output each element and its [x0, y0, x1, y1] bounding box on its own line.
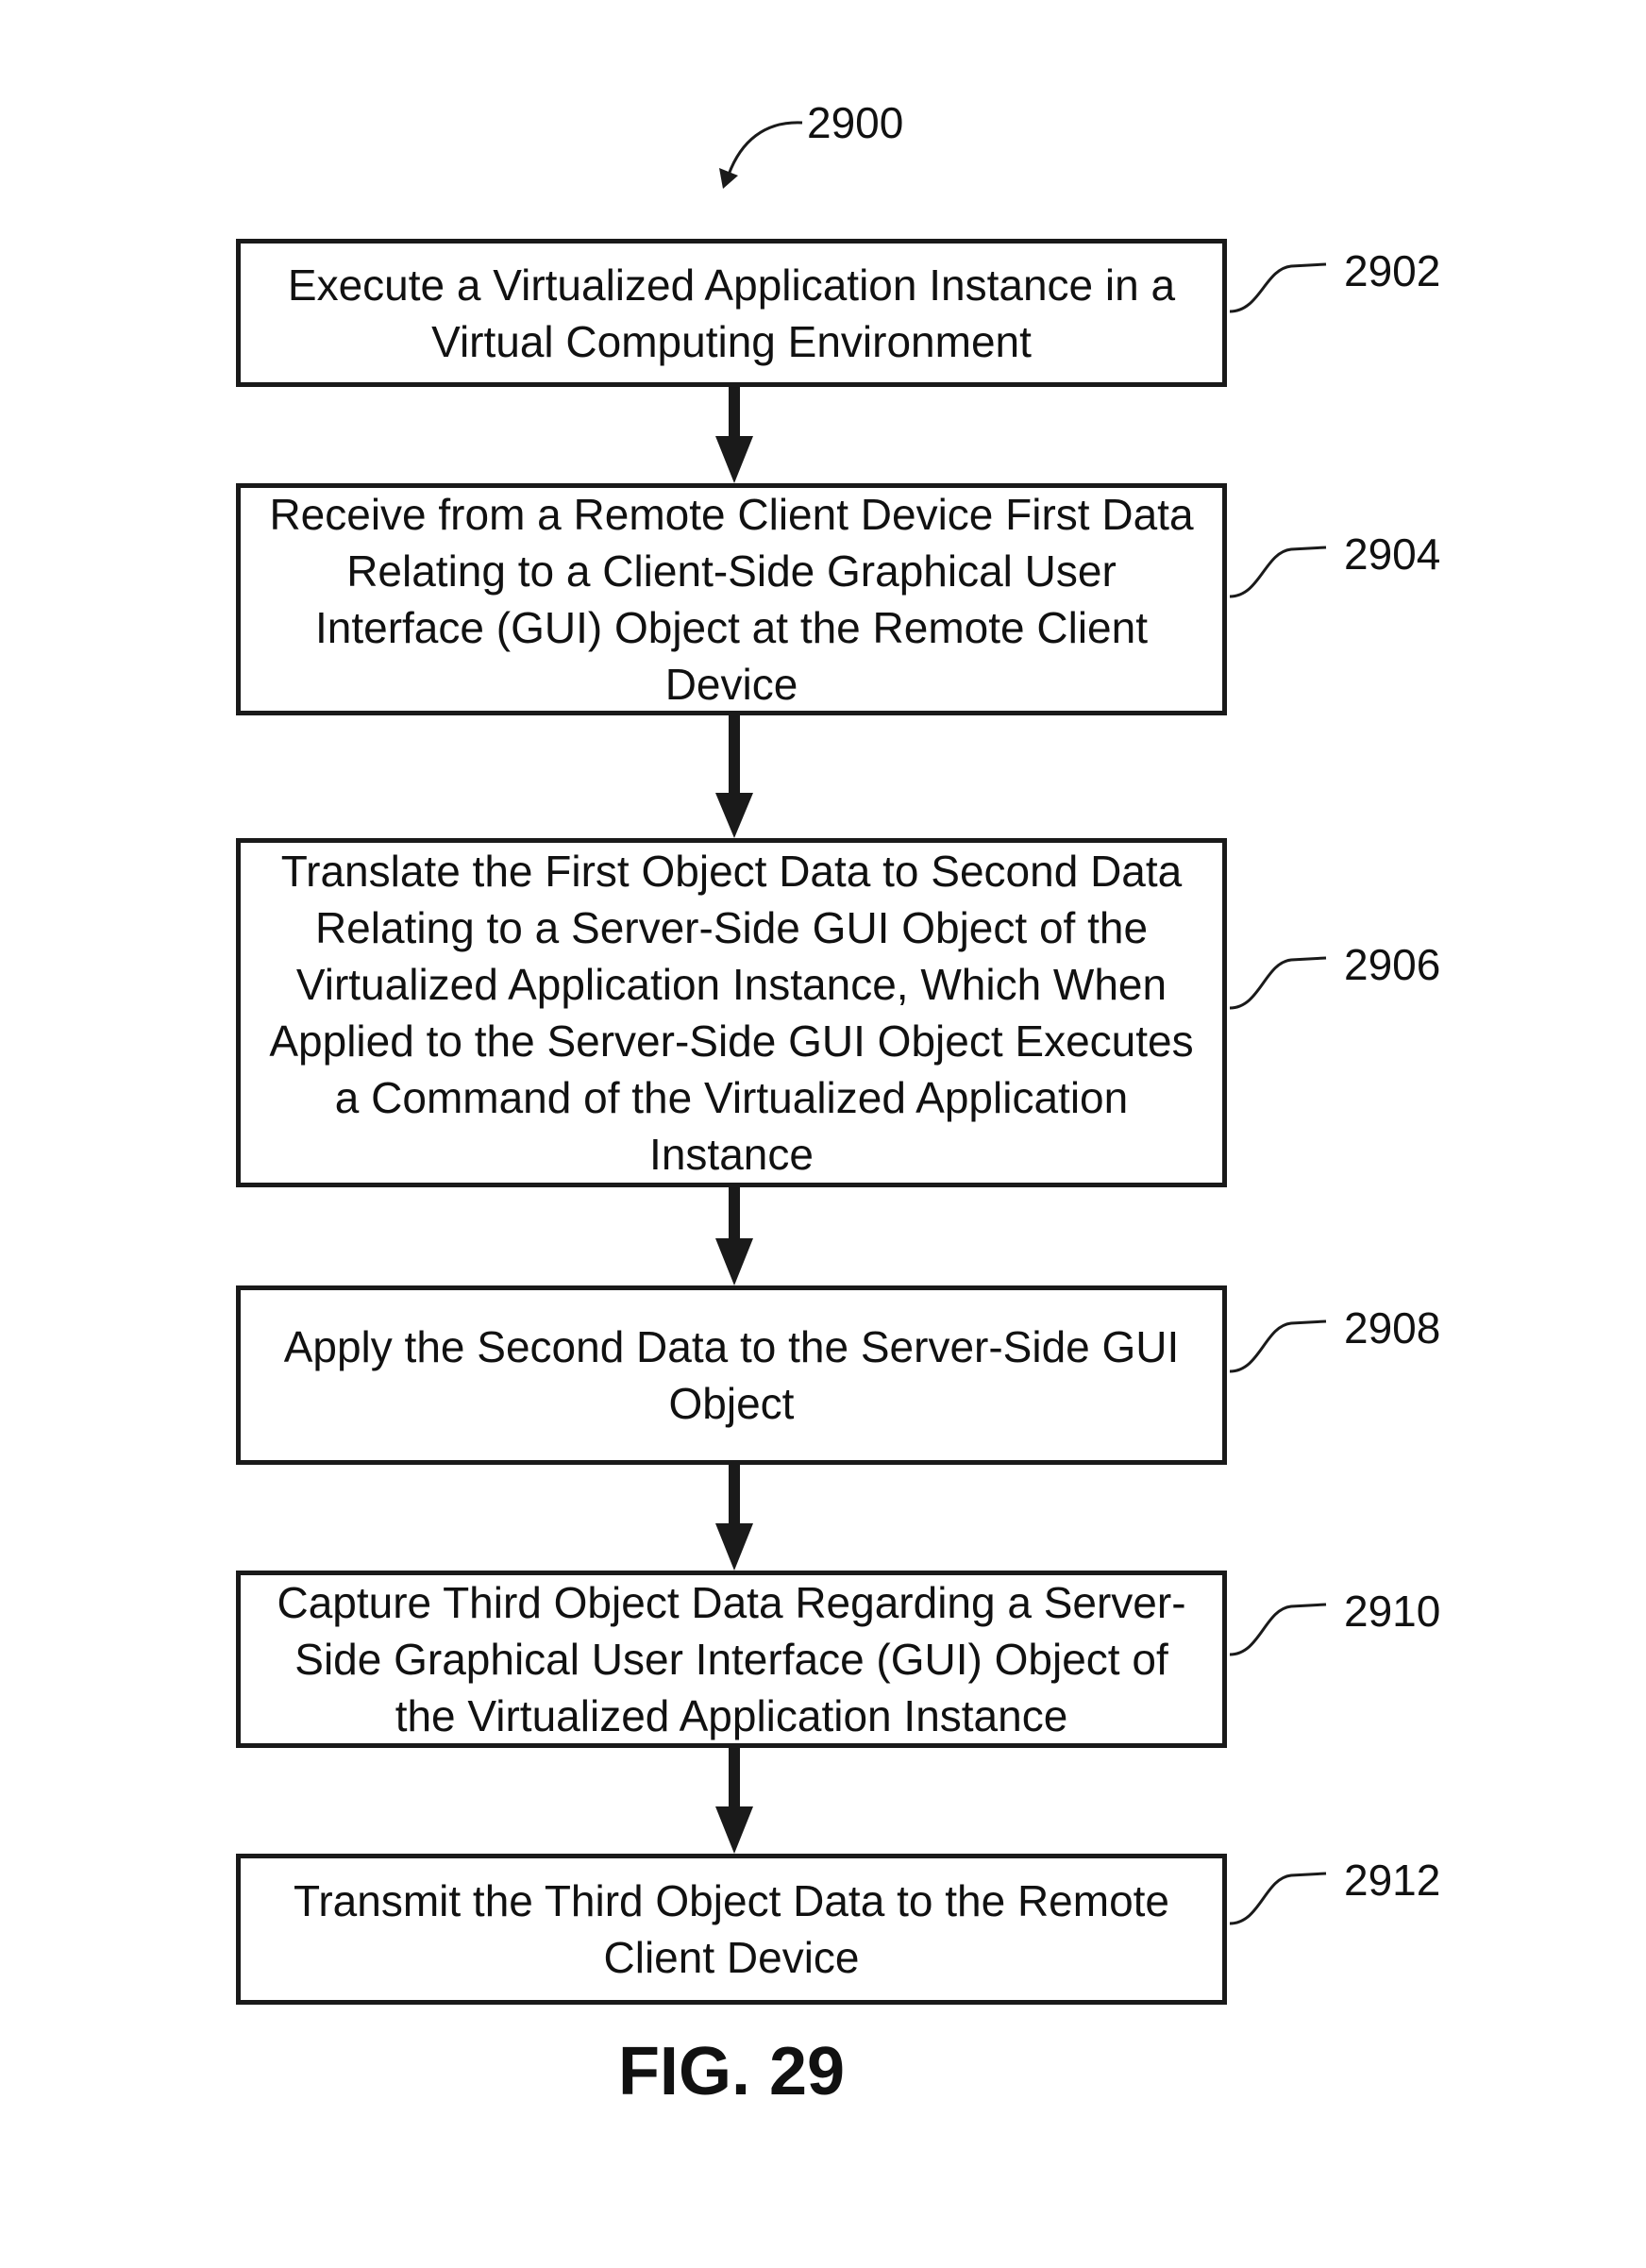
step-box-2904: Receive from a Remote Client Device Firs… — [236, 483, 1227, 715]
ref-leader-2902 — [1230, 264, 1326, 311]
ref-label-2912: 2912 — [1344, 1856, 1440, 1904]
arrow-2908-2910 — [715, 1465, 753, 1571]
ref-leader-2912 — [1230, 1873, 1326, 1924]
figure-caption: FIG. 29 — [0, 2034, 1463, 2109]
arrow-2904-2906 — [715, 715, 753, 838]
step-text-2908: Apply the Second Data to the Server-Side… — [260, 1319, 1203, 1432]
step-text-2912: Transmit the Third Object Data to the Re… — [260, 1873, 1203, 1986]
ref-label-2904: 2904 — [1344, 530, 1440, 578]
arrow-2910-2912 — [715, 1748, 753, 1854]
arrow-2906-2908 — [715, 1187, 753, 1285]
step-box-2912: Transmit the Third Object Data to the Re… — [236, 1854, 1227, 2005]
ref-label-2902: 2902 — [1344, 247, 1440, 294]
ref-label-2908: 2908 — [1344, 1304, 1440, 1352]
step-box-2906: Translate the First Object Data to Secon… — [236, 838, 1227, 1187]
ref-leader-2910 — [1230, 1604, 1326, 1655]
step-text-2902: Execute a Virtualized Application Instan… — [260, 257, 1203, 370]
ref-leader-2906 — [1230, 958, 1326, 1008]
ref-leader-2908 — [1230, 1321, 1326, 1371]
step-text-2904: Receive from a Remote Client Device Firs… — [260, 486, 1203, 713]
overall-ref-leader — [729, 123, 802, 175]
ref-label-2910: 2910 — [1344, 1588, 1440, 1635]
step-box-2902: Execute a Virtualized Application Instan… — [236, 239, 1227, 387]
arrow-2902-2904 — [715, 387, 753, 483]
step-box-2908: Apply the Second Data to the Server-Side… — [236, 1285, 1227, 1465]
ref-leader-2904 — [1230, 547, 1326, 596]
step-box-2910: Capture Third Object Data Regarding a Se… — [236, 1571, 1227, 1748]
overall-ref-number: 2900 — [807, 99, 903, 146]
step-text-2906: Translate the First Object Data to Secon… — [260, 843, 1203, 1183]
ref-label-2906: 2906 — [1344, 941, 1440, 988]
step-text-2910: Capture Third Object Data Regarding a Se… — [260, 1574, 1203, 1744]
